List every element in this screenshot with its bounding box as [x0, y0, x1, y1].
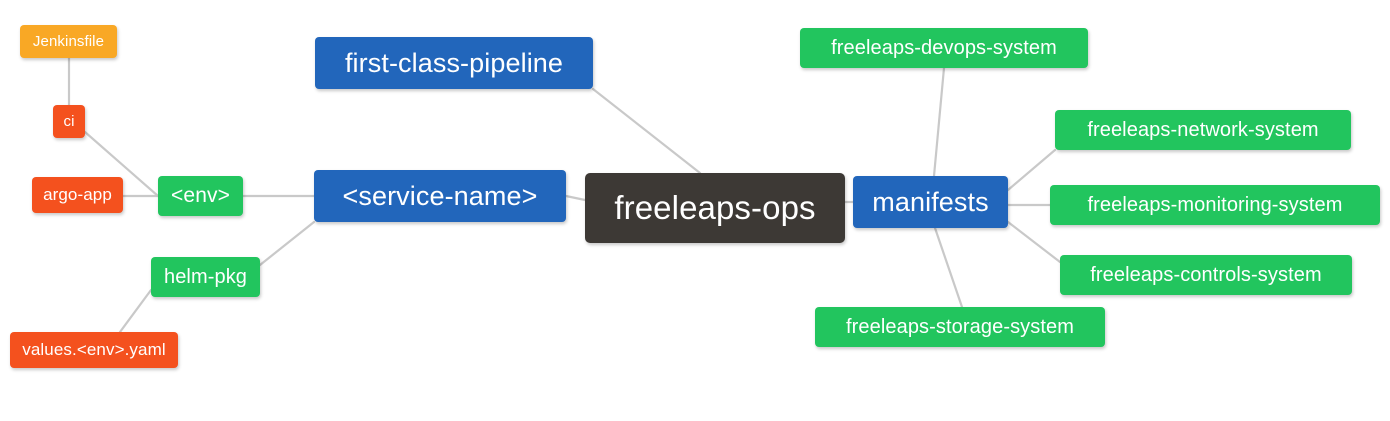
mindmap-node-freeleaps-ops[interactable]: freeleaps-ops — [585, 173, 845, 243]
connector-manifests-to-freeleaps-controls-system — [1006, 220, 1062, 264]
mindmap-node-first-class-pipeline[interactable]: first-class-pipeline — [315, 37, 593, 89]
connector-manifests-to-freeleaps-storage-system — [933, 226, 964, 309]
mindmap-node-freeleaps-network-system[interactable]: freeleaps-network-system — [1055, 110, 1351, 150]
mindmap-node-argo-app[interactable]: argo-app — [32, 177, 123, 213]
connector-ci-to-env — [83, 130, 160, 198]
connector-first-class-pipeline-to-freeleaps-ops — [591, 87, 702, 175]
mindmap-node-freeleaps-devops-system[interactable]: freeleaps-devops-system — [800, 28, 1088, 68]
mindmap-node-freeleaps-controls-system[interactable]: freeleaps-controls-system — [1060, 255, 1352, 295]
mindmap-node-service-name[interactable]: <service-name> — [314, 170, 566, 222]
connector-manifests-to-freeleaps-devops-system — [932, 66, 946, 178]
mindmap-node-helm-pkg[interactable]: helm-pkg — [151, 257, 260, 297]
connector-helm-pkg-to-values-yaml — [118, 288, 153, 334]
connector-manifests-to-freeleaps-network-system — [1006, 148, 1057, 192]
mindmap-node-freeleaps-storage-system[interactable]: freeleaps-storage-system — [815, 307, 1105, 347]
mindmap-node-ci[interactable]: ci — [53, 105, 85, 138]
connector-service-name-to-helm-pkg — [258, 220, 316, 267]
mindmap-node-manifests[interactable]: manifests — [853, 176, 1008, 228]
connector-service-name-to-freeleaps-ops — [564, 194, 587, 202]
mindmap-node-jenkinsfile[interactable]: Jenkinsfile — [20, 25, 117, 58]
mindmap-node-values-yaml[interactable]: values.<env>.yaml — [10, 332, 178, 368]
mindmap-node-env[interactable]: <env> — [158, 176, 243, 216]
mindmap-node-freeleaps-monitoring-system[interactable]: freeleaps-monitoring-system — [1050, 185, 1380, 225]
